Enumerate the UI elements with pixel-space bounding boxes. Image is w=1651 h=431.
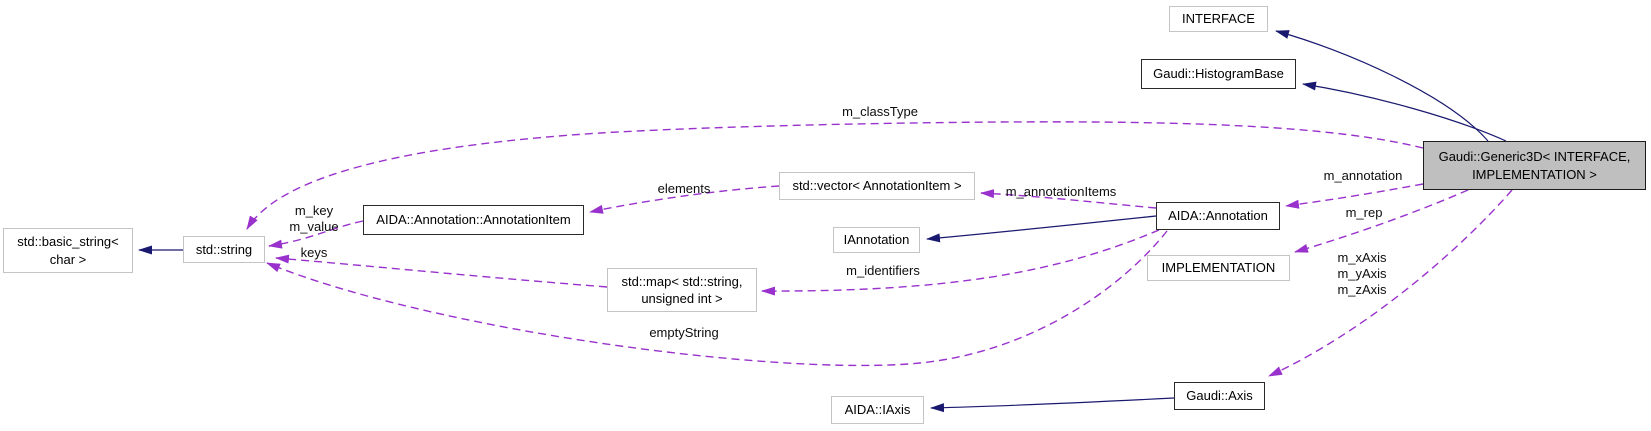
inheritance-edge-axis-to-iaxis xyxy=(930,397,1175,413)
usage-edge-keys xyxy=(275,254,608,288)
edge-label-m-key-value: m_key m_value xyxy=(289,203,339,234)
edge-label-m-annotation: m_annotation xyxy=(1323,168,1403,184)
usage-edge-emptystring xyxy=(266,230,1168,367)
usage-edge-m-annotation xyxy=(1285,183,1424,209)
inheritance-edge-generic3d-to-interface xyxy=(1275,30,1489,142)
edge-label-m-identifiers: m_identifiers xyxy=(846,263,920,279)
usage-edge-m-annotationitems xyxy=(980,189,1157,209)
class-node-aida-annotation[interactable]: AIDA::Annotation xyxy=(1156,202,1280,230)
inheritance-edge-annotation-to-iannotation xyxy=(926,215,1157,243)
usage-edge-elements xyxy=(589,185,780,214)
edge-label-m-axes: m_xAxis m_yAxis m_zAxis xyxy=(1337,250,1387,297)
class-node-implementation: IMPLEMENTATION xyxy=(1147,255,1290,281)
usage-edge-m-axes xyxy=(1268,189,1513,377)
class-node-aida-annotation-annotationitem[interactable]: AIDA::Annotation::AnnotationItem xyxy=(363,205,584,235)
usage-edge-m-key-value xyxy=(268,220,364,249)
class-node-gaudi-histogrambase[interactable]: Gaudi::HistogramBase xyxy=(1141,59,1296,89)
class-node-std-basic-string: std::basic_string< char > xyxy=(3,228,133,273)
edge-label-keys: keys xyxy=(300,245,328,261)
class-node-interface: INTERFACE xyxy=(1169,6,1268,32)
class-node-aida-iaxis: AIDA::IAxis xyxy=(831,396,924,424)
class-node-std-map: std::map< std::string, unsigned int > xyxy=(607,268,757,312)
class-node-gaudi-axis[interactable]: Gaudi::Axis xyxy=(1174,382,1265,410)
edge-label-elements: elements xyxy=(657,181,711,197)
edge-label-m-classtype: m_classType xyxy=(842,104,918,120)
edge-label-m-rep: m_rep xyxy=(1345,205,1383,221)
usage-edge-m-identifiers xyxy=(761,229,1160,296)
class-node-std-vector-annotationitem: std::vector< AnnotationItem > xyxy=(779,172,975,200)
class-node-iannotation: IAnnotation xyxy=(833,227,920,253)
class-node-std-string: std::string xyxy=(183,236,265,263)
inheritance-edge-generic3d-to-histogrambase xyxy=(1302,81,1507,142)
edge-label-emptystring: emptyString xyxy=(649,325,719,341)
usage-edge-m-rep xyxy=(1294,189,1469,253)
class-node-gaudi-generic3d-current: Gaudi::Generic3D< INTERFACE, IMPLEMENTAT… xyxy=(1423,141,1646,190)
usage-edge-m-classtype xyxy=(246,121,1424,230)
edge-label-m-annotationitems: m_annotationItems xyxy=(1005,184,1117,200)
